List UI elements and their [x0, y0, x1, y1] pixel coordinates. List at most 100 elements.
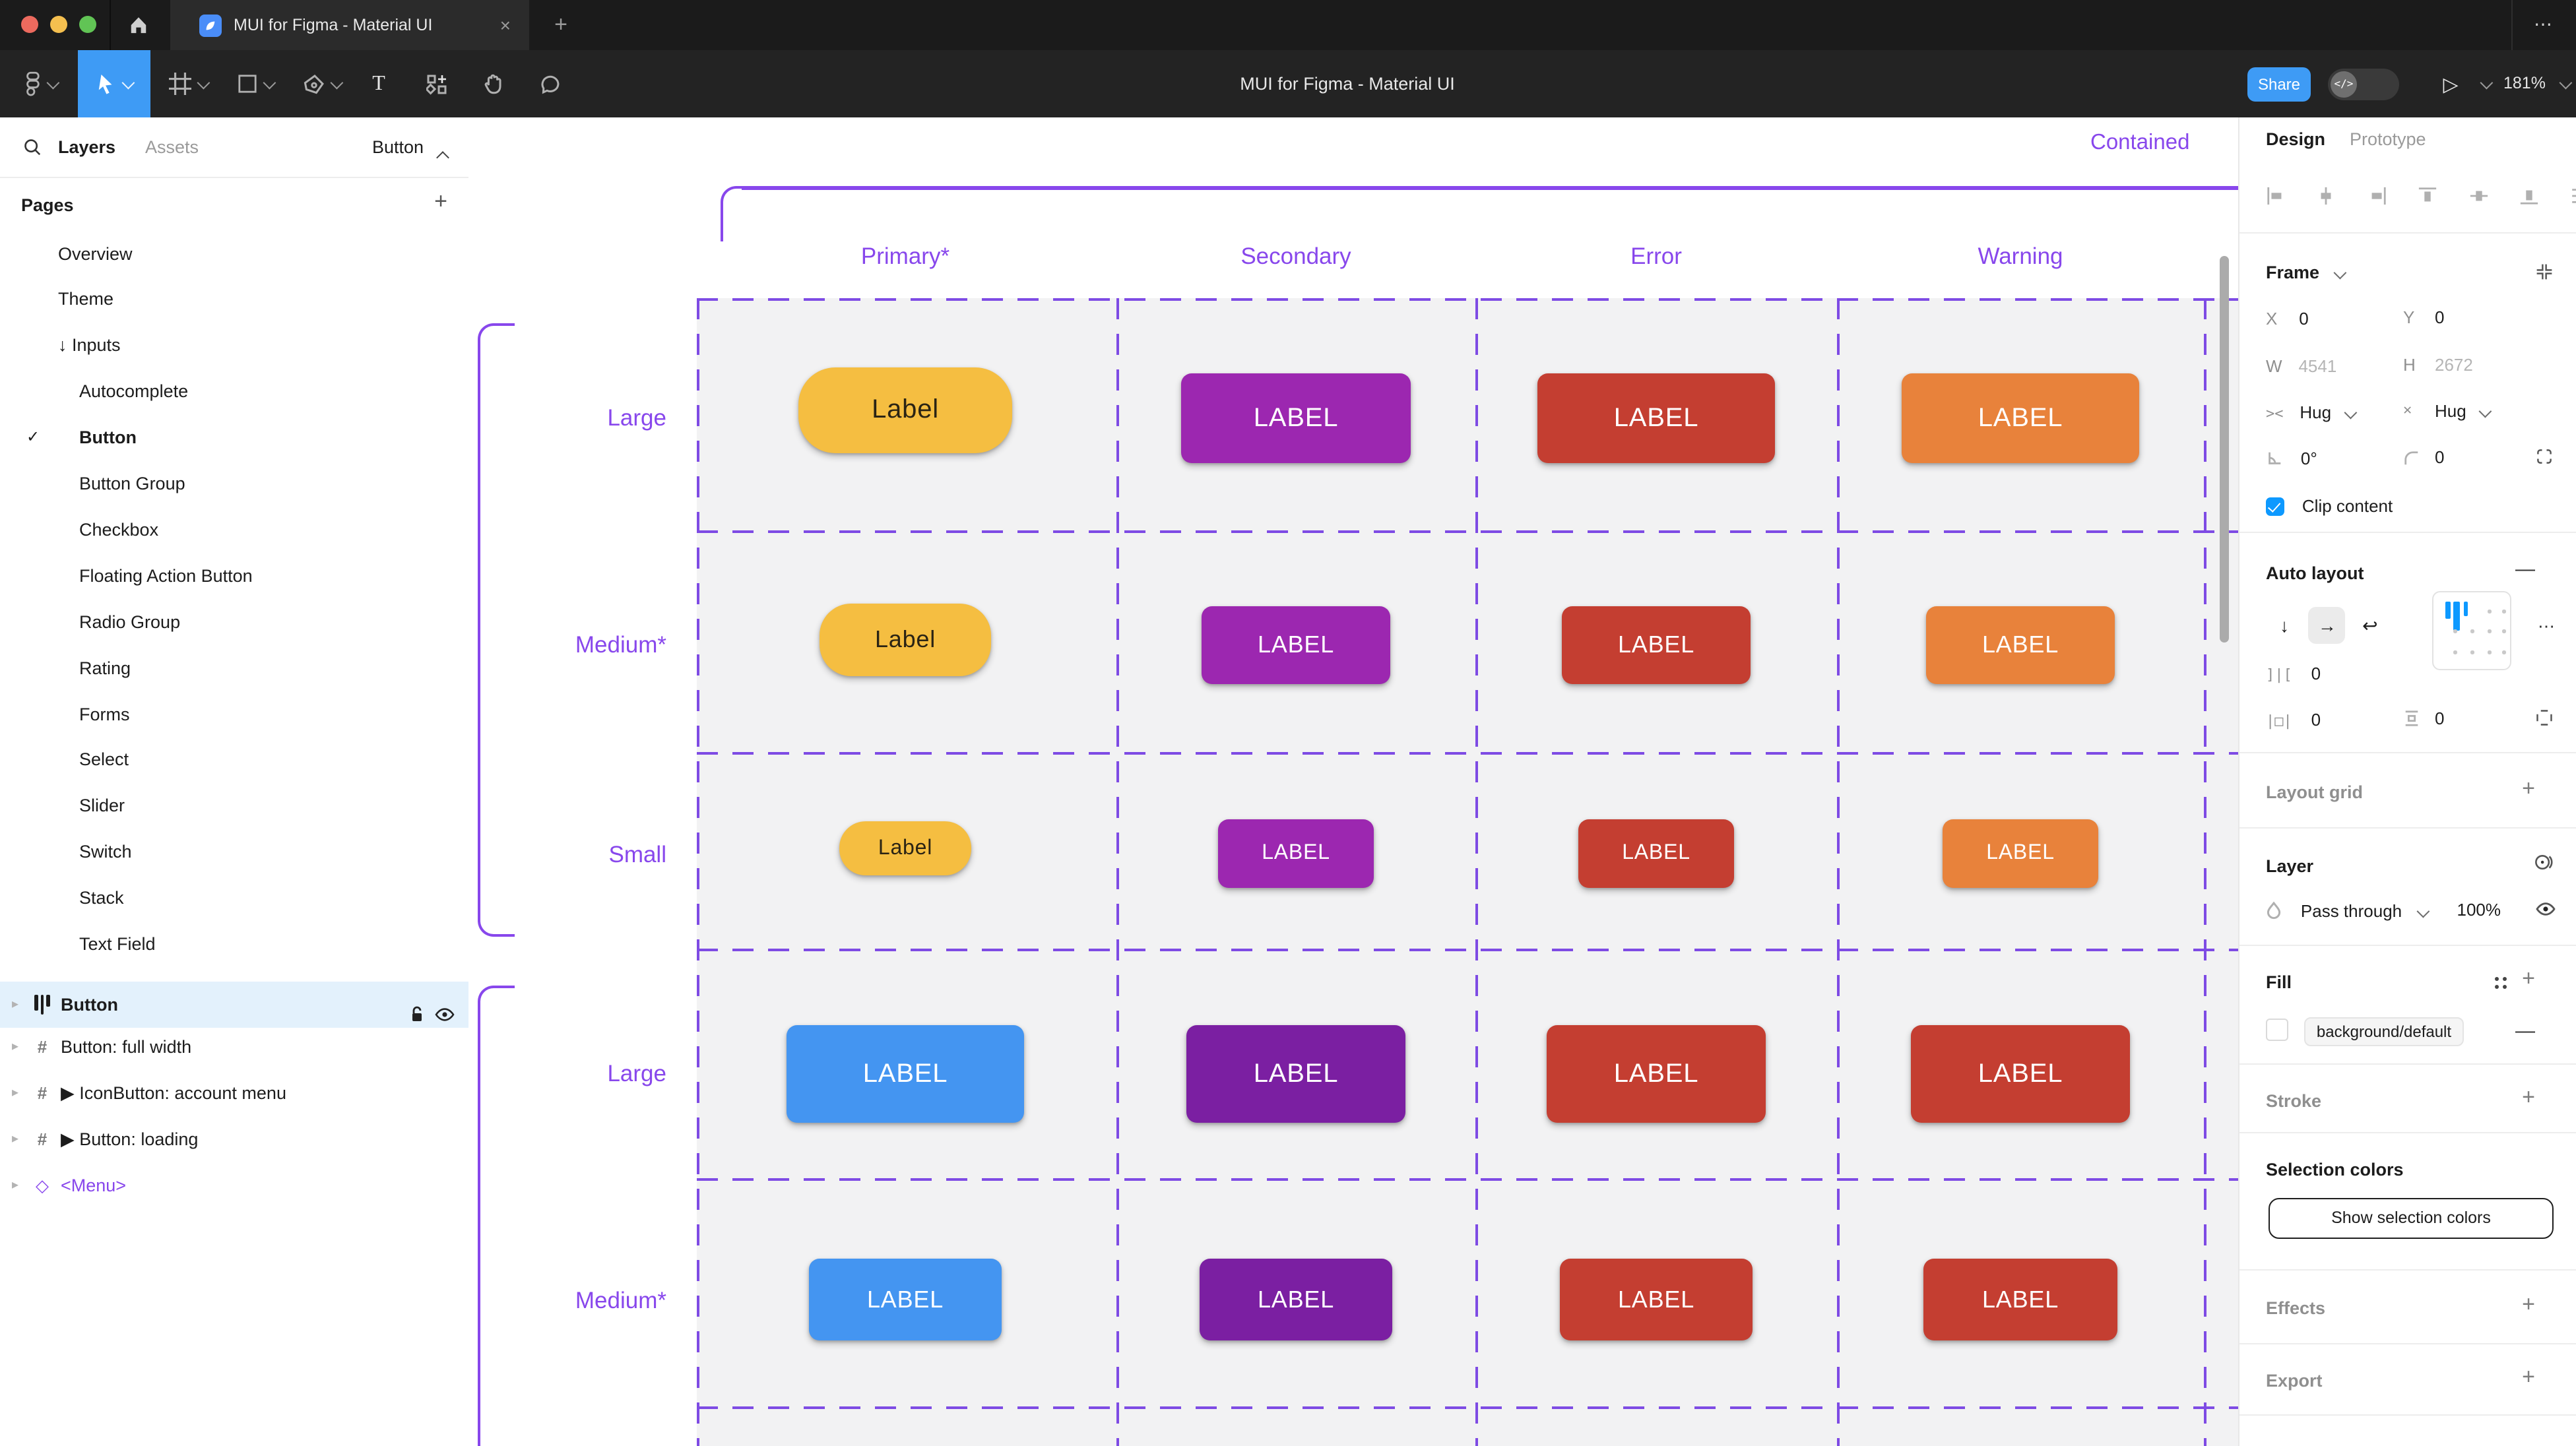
clip-content-checkbox[interactable] [2266, 497, 2284, 516]
unlock-icon[interactable] [409, 995, 425, 1041]
disclosure-icon[interactable]: ▸ [12, 997, 19, 1012]
specimen-button[interactable]: Label [798, 367, 1012, 453]
text-tool-button[interactable]: T [372, 72, 385, 94]
opacity-value[interactable]: 100% [2457, 900, 2501, 920]
component-dropdown-chevron-icon[interactable] [436, 145, 449, 169]
frame-section-header[interactable]: Frame [2266, 263, 2320, 282]
autolayout-wrap-button[interactable]: ↩ [2362, 614, 2378, 635]
shape-tool-button[interactable] [226, 50, 284, 117]
tab-assets[interactable]: Assets [145, 137, 199, 157]
main-menu-button[interactable] [11, 50, 69, 117]
sidebar-page-floating-action-button[interactable]: Floating Action Button [0, 553, 468, 599]
specimen-button[interactable]: LABEL [1943, 819, 2098, 888]
align-h-center-icon[interactable] [2317, 186, 2336, 212]
move-tool-button[interactable] [78, 50, 150, 117]
autolayout-vertical-button[interactable]: ↓ [2280, 615, 2289, 636]
pen-tool-button[interactable] [293, 50, 351, 117]
gap-value[interactable]: 0 [2311, 664, 2321, 683]
canvas-scrollbar[interactable] [2220, 256, 2229, 643]
export-section-header[interactable]: Export [2266, 1371, 2323, 1391]
specimen-button[interactable]: LABEL [1202, 606, 1390, 684]
traffic-close-button[interactable] [21, 16, 38, 33]
effects-section-header[interactable]: Effects [2266, 1298, 2326, 1318]
corner-radius-value[interactable]: 0 [2435, 447, 2445, 467]
fill-token-chip[interactable]: background/default [2304, 1017, 2464, 1046]
autolayout-section-header[interactable]: Auto layout [2266, 563, 2364, 583]
specimen-button[interactable]: LABEL [1560, 1259, 1753, 1340]
file-title[interactable]: MUI for Figma - Material UI [1240, 74, 1455, 94]
sidebar-page-button-group[interactable]: Button Group [0, 460, 468, 507]
specimen-button[interactable]: LABEL [1926, 606, 2115, 684]
layer-row-4[interactable]: ▸#▶ Button: loading [0, 1116, 468, 1162]
sidebar-page-overview[interactable]: Overview [0, 230, 468, 276]
specimen-button[interactable]: LABEL [809, 1259, 1002, 1340]
layout-grid-section-header[interactable]: Layout grid [2266, 782, 2363, 802]
comment-tool-button[interactable] [531, 50, 570, 117]
disclosure-icon[interactable]: ▸ [12, 1178, 19, 1192]
component-dropdown[interactable]: Button [371, 137, 424, 157]
sidebar-page-button[interactable]: ✓Button [0, 414, 468, 460]
specimen-button[interactable]: LABEL [1537, 373, 1775, 463]
specimen-button[interactable]: LABEL [1181, 373, 1411, 463]
blend-mode-icon[interactable] [2534, 852, 2554, 879]
sidebar-page-select[interactable]: Select [0, 737, 468, 783]
file-tab[interactable]: MUI for Figma - Material UI × [170, 0, 529, 50]
rotation-value[interactable]: 0° [2300, 449, 2317, 468]
stroke-section-header[interactable]: Stroke [2266, 1091, 2322, 1111]
add-fill-button[interactable]: + [2522, 966, 2535, 991]
h-value[interactable]: 2672 [2435, 355, 2473, 375]
specimen-button[interactable]: Label [820, 604, 991, 676]
present-button[interactable]: ▷ [2443, 73, 2459, 96]
disclosure-icon[interactable]: ▸ [12, 1131, 19, 1146]
autolayout-alignment-widget[interactable] [2432, 591, 2511, 670]
sidebar-page-text-field[interactable]: Text Field [0, 921, 468, 967]
specimen-button[interactable]: LABEL [1218, 819, 1374, 888]
autolayout-horizontal-button[interactable]: → [2308, 607, 2346, 644]
autolayout-more-icon[interactable]: ⋯ [2538, 616, 2556, 636]
align-v-center-icon[interactable] [2469, 186, 2489, 212]
independent-corners-icon[interactable] [2535, 447, 2554, 472]
specimen-button[interactable]: LABEL [1186, 1025, 1405, 1123]
padding-v-value[interactable]: 0 [2435, 708, 2445, 728]
layer-row-1[interactable]: ▸Button [0, 982, 468, 1028]
add-effect-button[interactable]: + [2522, 1292, 2535, 1317]
align-left-icon[interactable] [2266, 186, 2286, 212]
hand-tool-button[interactable] [474, 50, 513, 117]
sidebar-page-radio-group[interactable]: Radio Group [0, 598, 468, 644]
align-right-icon[interactable] [2367, 186, 2387, 212]
disclosure-icon[interactable]: ▸ [12, 1039, 19, 1053]
specimen-button[interactable]: LABEL [1578, 819, 1734, 888]
sidebar-page-stack[interactable]: Stack [0, 875, 468, 921]
add-page-button[interactable]: + [434, 189, 447, 214]
fill-section-header[interactable]: Fill [2266, 972, 2292, 992]
layer-section-header[interactable]: Layer [2266, 856, 2314, 876]
blend-mode-value[interactable]: Pass through [2300, 901, 2402, 921]
padding-h-value[interactable]: 0 [2311, 710, 2321, 730]
specimen-button[interactable]: LABEL [1923, 1259, 2117, 1340]
sidebar-page-slider[interactable]: Slider [0, 783, 468, 829]
hug-v-value[interactable]: Hug [2435, 401, 2466, 421]
window-more-icon[interactable]: ⋯ [2534, 13, 2554, 34]
remove-autolayout-button[interactable]: — [2515, 558, 2535, 581]
actions-tool-button[interactable] [417, 50, 457, 117]
tab-design[interactable]: Design [2266, 129, 2326, 149]
specimen-button[interactable]: LABEL [1547, 1025, 1766, 1123]
share-button[interactable]: Share [2247, 67, 2311, 102]
tab-prototype[interactable]: Prototype [2349, 129, 2426, 149]
x-value[interactable]: 0 [2299, 309, 2309, 329]
remove-fill-button[interactable]: — [2515, 1020, 2535, 1042]
new-tab-button[interactable]: + [554, 12, 567, 37]
specimen-button[interactable]: LABEL [1200, 1259, 1392, 1340]
sidebar-page-switch[interactable]: Switch [0, 829, 468, 875]
sidebar-page-rating[interactable]: Rating [0, 644, 468, 691]
sidebar-page-checkbox[interactable]: Checkbox [0, 507, 468, 553]
specimen-button[interactable]: LABEL [1562, 606, 1751, 684]
sidebar-page-forms[interactable]: Forms [0, 691, 468, 737]
add-export-button[interactable]: + [2522, 1364, 2535, 1389]
zoom-level[interactable]: 181% [2503, 74, 2546, 92]
tab-layers[interactable]: Layers [58, 137, 116, 157]
hug-h-value[interactable]: Hug [2300, 402, 2332, 422]
distribute-icon[interactable] [2570, 186, 2576, 212]
frame-name-label[interactable]: Contained [2090, 131, 2190, 154]
